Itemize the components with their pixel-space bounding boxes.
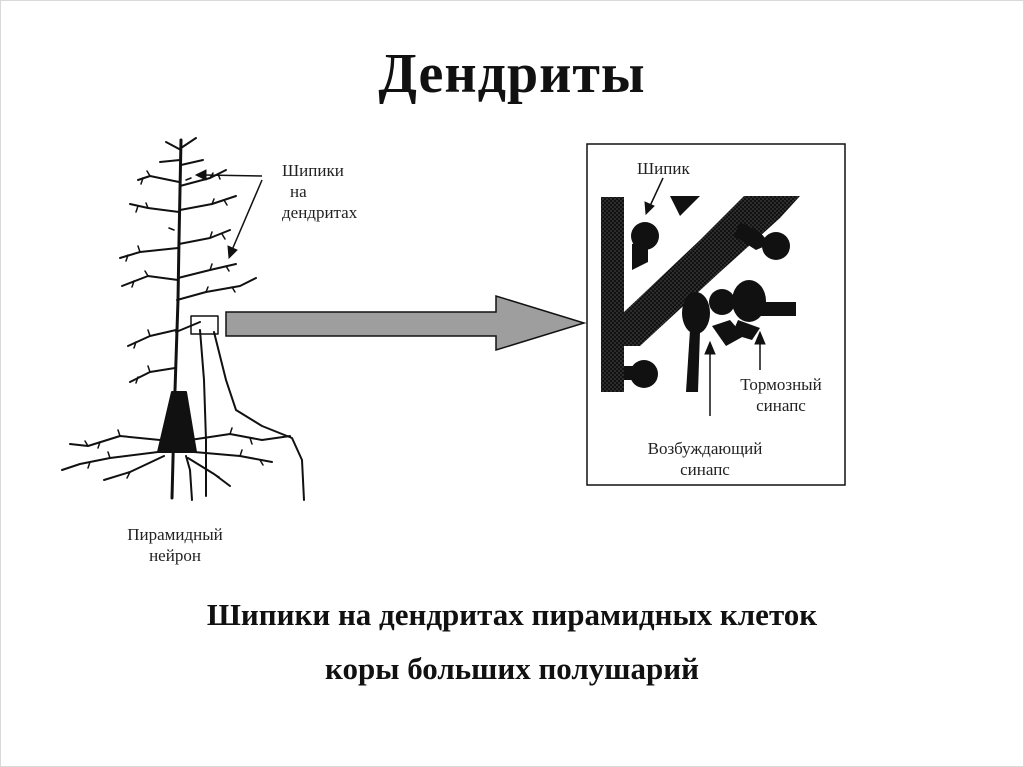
caption-line-2: коры больших полушарий: [325, 651, 699, 686]
spines-label-line3: дендритах: [282, 203, 358, 222]
inhibitory-label-line2: синапс: [756, 396, 806, 415]
enlarged-dendrite-drawing: [601, 177, 800, 416]
neuron-label-line2: нейрон: [149, 546, 201, 565]
inhibitory-synapse-label: Тормозный синапс: [726, 374, 836, 416]
inhibitory-label-line1: Тормозный: [740, 375, 822, 394]
excitatory-label-line2: синапс: [680, 460, 730, 479]
magnification-arrow: [225, 294, 587, 352]
excitatory-synapse-label: Возбуждающий синапс: [630, 438, 780, 480]
excitatory-label-line1: Возбуждающий: [647, 439, 763, 458]
spine-label: Шипик: [637, 159, 690, 178]
spines-label-line1: Шипики: [282, 161, 344, 180]
spines-on-dendrites-label: Шипики на дендритах: [282, 160, 372, 223]
slide-caption: Шипики на дендритах пирамидных клеток ко…: [0, 588, 1024, 696]
pyramidal-neuron-drawing: [61, 137, 305, 501]
spines-pointer-arrows: [194, 169, 263, 260]
pyramidal-neuron-label: Пирамидный нейрон: [116, 524, 234, 566]
caption-line-1: Шипики на дендритах пирамидных клеток: [206, 597, 818, 632]
spines-label-line2: на: [290, 182, 307, 201]
neuron-label-line1: Пирамидный: [127, 525, 223, 544]
slide-title: Дендриты: [378, 43, 646, 105]
